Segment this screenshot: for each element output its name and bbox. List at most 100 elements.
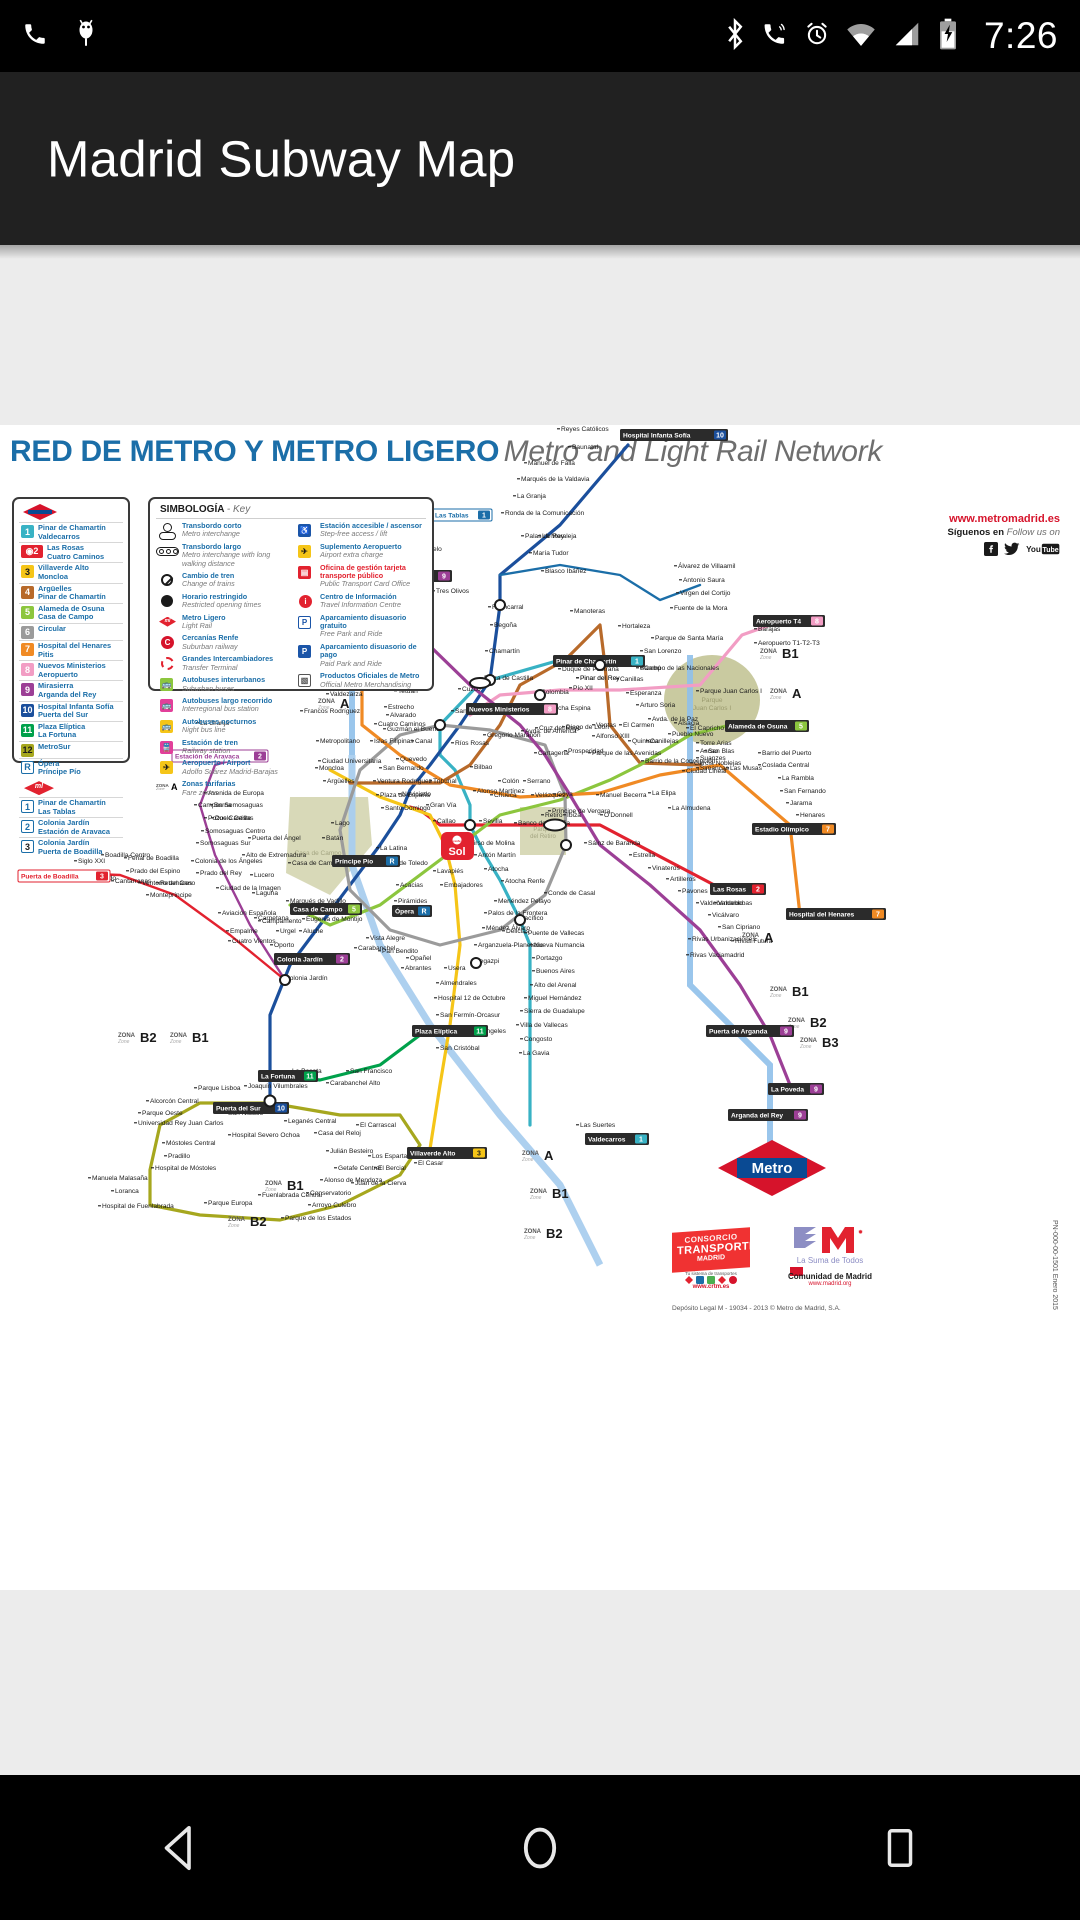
terminus-line-badge bbox=[438, 571, 450, 581]
key-item-es: Autobuses largo recorrido bbox=[182, 695, 273, 705]
station-label: Puerta del Ángel bbox=[252, 833, 301, 842]
station-label: Atocha bbox=[488, 866, 509, 873]
terminus-line-badge bbox=[348, 904, 360, 914]
station-label: Sáinz de Baranda bbox=[588, 840, 641, 847]
station-label: Ciudad Universitaria bbox=[322, 758, 382, 765]
svg-text:B1: B1 bbox=[792, 984, 809, 999]
key-item-en: Official Metro Merchandising bbox=[320, 679, 412, 689]
recents-button[interactable] bbox=[810, 1775, 990, 1920]
station-label: Bambú bbox=[640, 665, 661, 672]
station-label: San Blas bbox=[708, 748, 735, 755]
terminus-badge-bg bbox=[753, 615, 825, 627]
station-label: La Elipa bbox=[652, 790, 676, 797]
svg-text:ZONA: ZONA bbox=[228, 1217, 246, 1223]
terminus-line-number: R bbox=[421, 909, 426, 916]
terminus-line-badge bbox=[386, 856, 398, 866]
light-rail-icon: ml bbox=[156, 615, 178, 630]
crtm-url[interactable]: www.crtm.es bbox=[692, 1284, 730, 1290]
station-label: Santo Domingo bbox=[385, 805, 431, 812]
station-label: Usera bbox=[448, 965, 466, 972]
terminus-line-badge bbox=[872, 909, 884, 919]
svg-text:Zone: Zone bbox=[317, 705, 330, 711]
terminus-line-badge bbox=[631, 656, 643, 666]
station-label: Estrella bbox=[633, 852, 655, 859]
facebook-icon[interactable] bbox=[984, 542, 998, 556]
station-label: Guzmán el Bueno bbox=[387, 726, 440, 733]
cm-url[interactable]: www.madrid.org bbox=[808, 1281, 852, 1287]
station-label: Colombia bbox=[541, 689, 569, 696]
svg-text:Zone: Zone bbox=[769, 695, 782, 701]
key-item-es: Metro Ligero bbox=[182, 612, 226, 622]
station-label: Tres Olivos bbox=[436, 588, 470, 595]
twitter-icon[interactable] bbox=[1004, 542, 1020, 556]
cm-badge bbox=[790, 1267, 803, 1276]
madrid-metro-map-image[interactable]: RED DE METRO Y METRO LIGERO Metro and Li… bbox=[0, 425, 1080, 1590]
station-label: Montepríncipe bbox=[150, 892, 192, 899]
terminus-line-number: 8 bbox=[815, 619, 819, 626]
key-item-en: Metro interchange with long walking dist… bbox=[182, 550, 271, 568]
svg-text:A: A bbox=[544, 1148, 554, 1163]
interregional-bus-icon: 🚌 bbox=[160, 698, 173, 712]
home-button[interactable] bbox=[450, 1775, 630, 1920]
transfer-terminal-icon bbox=[156, 656, 178, 671]
terminus-badge-bg bbox=[752, 823, 836, 835]
station-label: Artilleros bbox=[670, 876, 696, 883]
station-label: Colonia de los Ángeles bbox=[195, 856, 263, 865]
map-scroll-view[interactable]: RED DE METRO Y METRO LIGERO Metro and Li… bbox=[0, 245, 1080, 1775]
station-label: La Latina bbox=[380, 845, 407, 852]
svg-text:Zone: Zone bbox=[769, 993, 782, 999]
station-label: Casa del Reloj bbox=[318, 1130, 361, 1137]
svg-text:Zone: Zone bbox=[799, 1044, 812, 1050]
key-item-es: Centro de Información bbox=[320, 591, 397, 601]
page-title: Madrid Subway Map bbox=[47, 130, 516, 187]
station-label: Leganés Central bbox=[288, 1118, 337, 1125]
terminus-line-badge bbox=[473, 1148, 485, 1158]
airport-icon: ✈ bbox=[156, 760, 178, 775]
key-item-en: Suburban buses bbox=[182, 683, 235, 693]
station-label: Aeropuerto T1-T2-T3 bbox=[758, 640, 820, 647]
key-item-es: Suplemento Aeropuerto bbox=[320, 541, 402, 551]
terminus-line-number: 7 bbox=[876, 912, 880, 919]
station-label: Duque de Pastrana bbox=[562, 666, 619, 673]
station-label: Opañel bbox=[410, 955, 432, 962]
key-item-es: Transbordo corto bbox=[182, 521, 242, 530]
station-label: Alfonso XIII bbox=[596, 733, 630, 740]
terminus-badge-bg bbox=[332, 855, 400, 867]
svg-text:ZONA: ZONA bbox=[170, 1033, 188, 1039]
svg-text:ZONA: ZONA bbox=[522, 1151, 540, 1157]
key-item-en: Night bus line bbox=[182, 725, 226, 735]
key-item-en: Light Rail bbox=[182, 621, 212, 631]
back-button[interactable] bbox=[90, 1775, 270, 1920]
terminus-line-number: 2 bbox=[340, 957, 344, 964]
crtm-mode-icons bbox=[672, 1276, 750, 1284]
station-label: O'Donnell bbox=[604, 812, 633, 819]
station-label: Tirso de Molina bbox=[470, 840, 515, 847]
station-label: Avda. de la Paz bbox=[652, 716, 698, 723]
youtube-icon[interactable]: You Tube bbox=[1026, 542, 1060, 556]
station-label: La Moraleja bbox=[542, 533, 577, 540]
station-label: Marqués de Vadillo bbox=[290, 898, 346, 905]
station-label: Prado del Rey bbox=[200, 870, 242, 877]
terminus-line-number: 9 bbox=[814, 1087, 818, 1094]
metro-line-number-badge: ◉2 bbox=[21, 545, 43, 559]
metro-website-url[interactable]: www.metromadrid.es bbox=[949, 513, 1060, 525]
terminus-line-number: 5 bbox=[352, 907, 356, 914]
station-label: Rivas Urbanizaciones bbox=[692, 936, 756, 943]
